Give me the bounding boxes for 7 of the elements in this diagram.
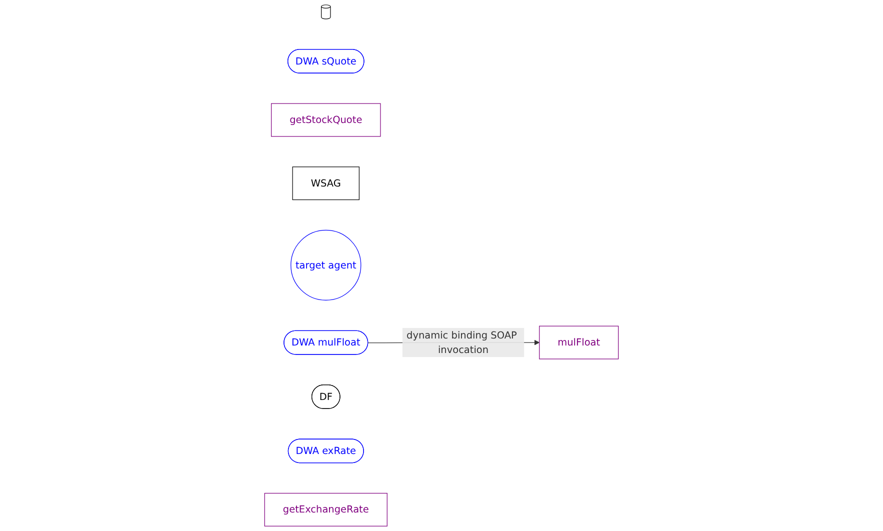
node-box: getExchangeRate bbox=[264, 492, 388, 526]
node-cylinder bbox=[321, 4, 331, 20]
edge-label: dynamic binding SOAP invocation bbox=[406, 329, 517, 356]
node-box: getStockQuote bbox=[271, 103, 381, 137]
node-box: WSAG bbox=[292, 166, 360, 200]
node-box: mulFloat bbox=[539, 326, 619, 360]
node-circle: target agent bbox=[290, 230, 362, 300]
